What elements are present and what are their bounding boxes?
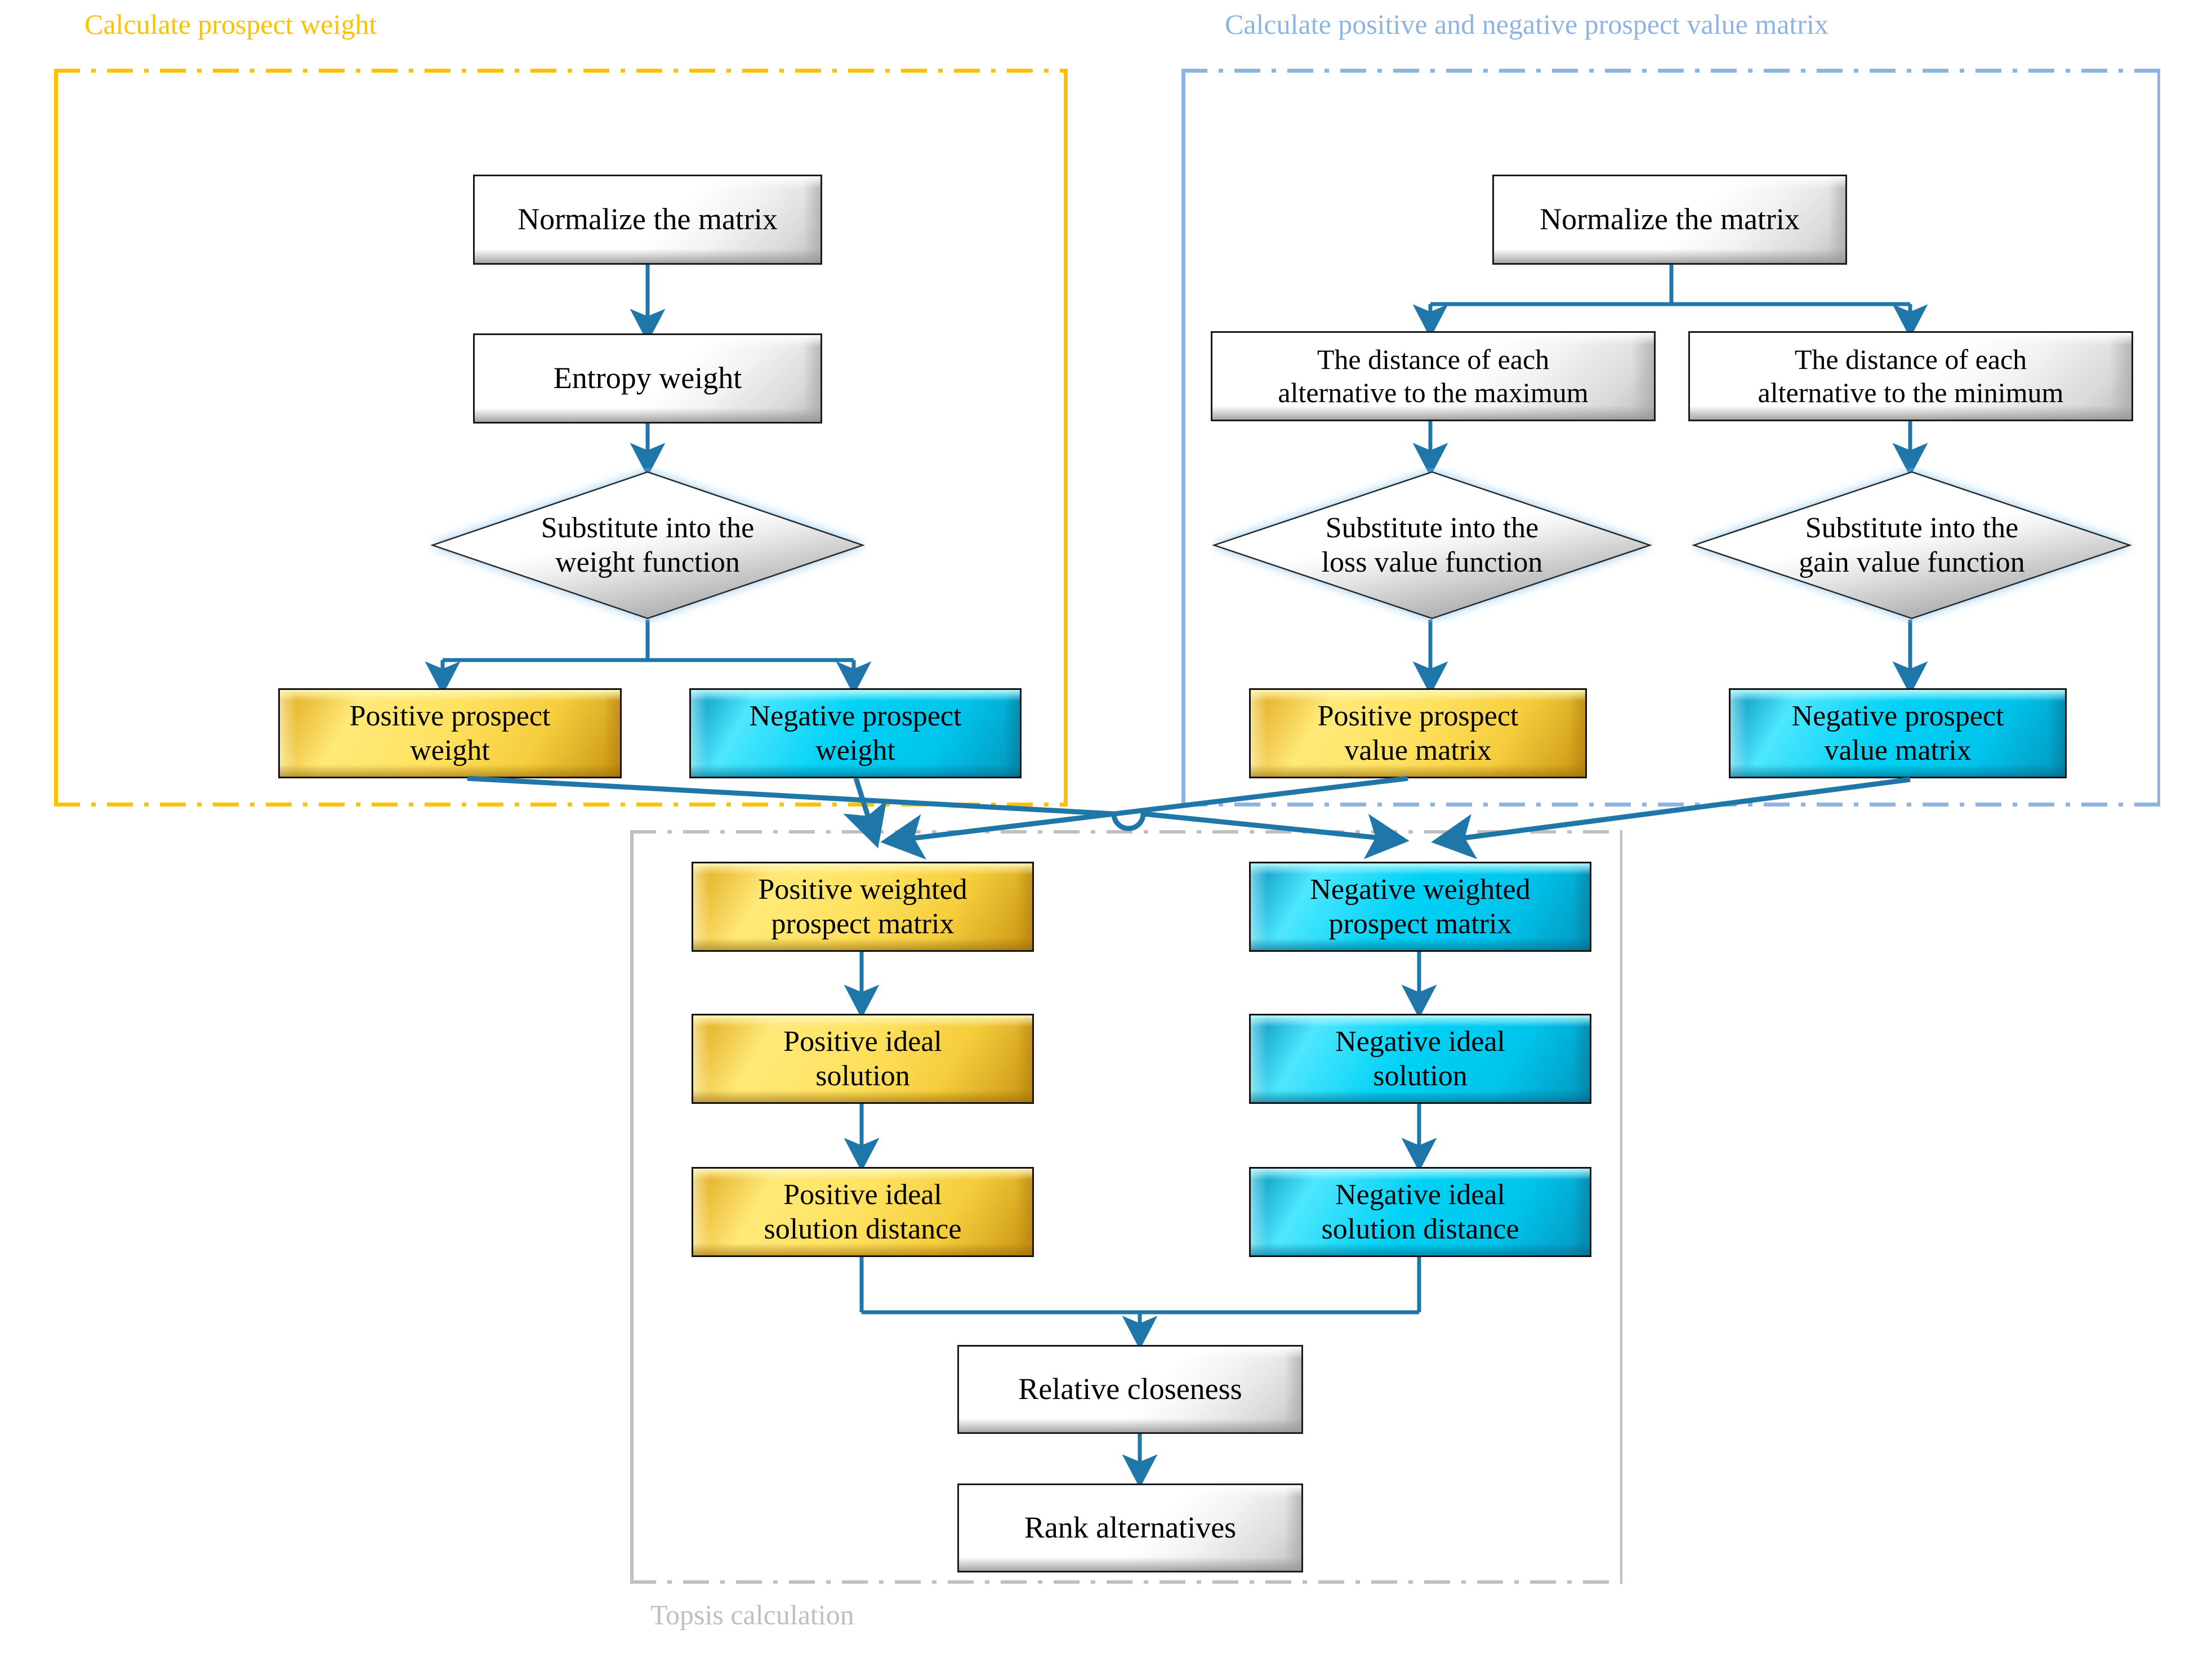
group-label-right: Calculate positive and negative prospect… (1225, 8, 1829, 40)
node-label: Rank alternatives (1024, 1511, 1237, 1545)
node-label: Normalize the matrix (1540, 202, 1800, 237)
group-label-left: Calculate prospect weight (84, 8, 377, 40)
node-label-line2: value matrix (1344, 734, 1492, 767)
node-label-line2: alternative to the minimum (1758, 377, 2064, 408)
node-label-line2: alternative to the maximum (1278, 377, 1589, 408)
node-positive-ideal-solution[interactable]: Positive ideal solution (692, 1014, 1034, 1104)
node-label-line2: prospect matrix (771, 908, 955, 940)
node-positive-prospect-value-matrix[interactable]: Positive prospect value matrix (1249, 688, 1587, 778)
node-label: Negative prospect weight (691, 699, 1020, 768)
node-label-line2: solution distance (764, 1213, 962, 1245)
edge-negweight-to-posweighted (843, 777, 887, 849)
node-distance-to-minimum[interactable]: The distance of each alternative to the … (1688, 331, 2133, 421)
node-normalize-the-matrix-right[interactable]: Normalize the matrix (1492, 175, 1847, 265)
edge-posweight-to-negweighted (467, 776, 1410, 859)
node-relative-closeness[interactable]: Relative closeness (957, 1345, 1303, 1434)
node-label-line1: Positive weighted (758, 873, 967, 906)
node-label-line2: solution (1373, 1060, 1468, 1092)
edge-negmatrix-to-negweighted (1431, 777, 1911, 859)
node-label: Positive ideal solution (693, 1024, 1032, 1094)
node-label: Negative weighted prospect matrix (1251, 872, 1590, 942)
node-label: Negative prospect value matrix (1731, 699, 2065, 768)
node-positive-ideal-solution-distance[interactable]: Positive ideal solution distance (692, 1167, 1034, 1257)
node-label-line1: Positive prospect (1317, 699, 1519, 732)
node-label-line1: Positive prospect (349, 699, 551, 732)
node-label: The distance of each alternative to the … (1212, 343, 1654, 409)
node-label: Positive prospect value matrix (1251, 699, 1585, 768)
node-label-line2: solution (815, 1060, 910, 1092)
node-label: Positive weighted prospect matrix (693, 872, 1032, 942)
node-label-line1: Negative prospect (1791, 699, 2004, 732)
node-label-line1: The distance of each (1794, 344, 2027, 375)
node-label: Positive ideal solution distance (693, 1178, 1032, 1247)
node-label-line1: Negative ideal (1335, 1178, 1505, 1211)
node-negative-ideal-solution-distance[interactable]: Negative ideal solution distance (1249, 1167, 1591, 1257)
node-label: Negative ideal solution distance (1251, 1178, 1590, 1247)
node-entropy-weight[interactable]: Entropy weight (473, 333, 822, 424)
node-negative-weighted-prospect-matrix[interactable]: Negative weighted prospect matrix (1249, 862, 1591, 952)
node-positive-weighted-prospect-matrix[interactable]: Positive weighted prospect matrix (692, 862, 1034, 952)
node-label-line2: prospect matrix (1328, 908, 1512, 940)
node-label-line2: weight (410, 734, 490, 767)
node-label-line1: The distance of each (1317, 344, 1550, 375)
node-normalize-the-matrix-left[interactable]: Normalize the matrix (473, 175, 822, 265)
edge-posmatrix-to-posweighted (880, 776, 1408, 860)
node-negative-ideal-solution[interactable]: Negative ideal solution (1249, 1014, 1591, 1104)
node-label: Relative closeness (1018, 1372, 1242, 1406)
group-label-bottom: Topsis calculation (650, 1599, 854, 1630)
node-label-line2: value matrix (1824, 734, 1972, 767)
node-label-line1: Positive ideal (783, 1178, 942, 1211)
node-negative-prospect-weight[interactable]: Negative prospect weight (689, 688, 1022, 778)
node-positive-prospect-weight[interactable]: Positive prospect weight (278, 688, 622, 778)
node-label: Positive prospect weight (280, 699, 620, 768)
node-label-line1: Negative ideal (1335, 1025, 1505, 1058)
node-label: Entropy weight (553, 361, 742, 395)
node-label-line1: Negative prospect (749, 699, 962, 732)
node-rank-alternatives[interactable]: Rank alternatives (957, 1483, 1303, 1572)
node-negative-prospect-value-matrix[interactable]: Negative prospect value matrix (1729, 688, 2067, 778)
node-label: Negative ideal solution (1251, 1024, 1590, 1094)
node-label: Normalize the matrix (518, 202, 778, 237)
node-label-line1: Positive ideal (783, 1025, 942, 1058)
node-label-line2: weight (815, 734, 895, 767)
node-label-line2: solution distance (1321, 1213, 1519, 1245)
node-label-line1: Negative weighted (1310, 873, 1531, 906)
node-label: The distance of each alternative to the … (1690, 343, 2131, 409)
node-distance-to-maximum[interactable]: The distance of each alternative to the … (1211, 331, 1656, 421)
